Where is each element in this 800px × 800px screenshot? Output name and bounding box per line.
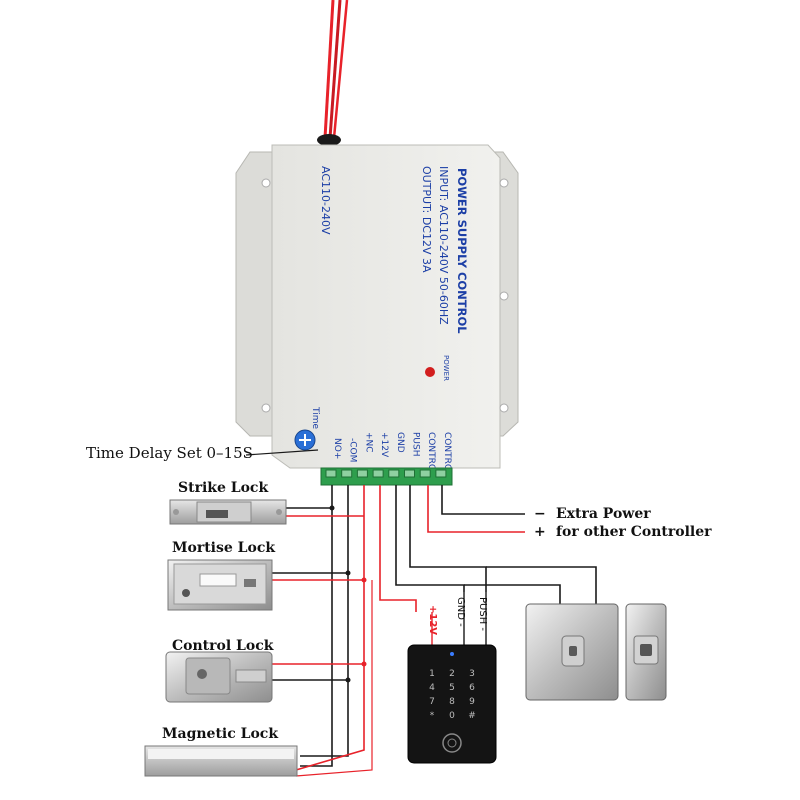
terminal-screw	[356, 469, 368, 478]
terminal-label: +NC	[363, 432, 373, 453]
keypad-key: 8	[449, 697, 455, 707]
terminal-screw	[372, 469, 384, 478]
wiring	[245, 449, 597, 777]
terminal-label: +12V	[379, 432, 389, 458]
controller-ac-label: AC110-240V	[319, 166, 332, 235]
terminal-label: NO+	[332, 438, 342, 459]
mortise-lock	[167, 559, 273, 611]
extra-power-label: Extra Power	[556, 506, 651, 522]
terminal-label: GND	[395, 432, 405, 453]
keypad-key: 6	[469, 683, 475, 693]
keypad-key: 5	[449, 683, 455, 693]
terminal-block	[320, 467, 453, 486]
keypad-key: *	[430, 711, 435, 721]
keypad-key: 2	[449, 669, 455, 679]
control-lock-label: Control Lock	[172, 638, 274, 654]
power-led-label: POWER	[442, 355, 450, 381]
exit-button-large	[525, 603, 619, 701]
strike-lock	[169, 499, 287, 525]
terminal-screw	[341, 469, 353, 478]
controller-input-spec: INPUT: AC110-240V 50-60HZ	[437, 166, 450, 325]
terminal-label: PUSH	[411, 432, 421, 457]
terminal-screw	[419, 469, 431, 478]
time-knob-label: Time	[310, 406, 320, 429]
terminal-screw	[325, 469, 337, 478]
terminal-screw	[388, 469, 400, 478]
terminal-label: CONTROL+	[426, 432, 436, 484]
controller-title: POWER SUPPLY CONTROL	[455, 168, 469, 334]
rfid-keypad: 1 2 3 4 5 6 7 8 9 * 0 #	[407, 644, 497, 764]
terminal-screw	[404, 469, 415, 478]
keypad-gnd-label: GND -	[455, 597, 466, 627]
keypad-key: 7	[429, 697, 435, 707]
strike-lock-label: Strike Lock	[178, 480, 269, 496]
time-delay-label: Time Delay Set 0–15S	[86, 444, 253, 462]
keypad-key: 3	[469, 669, 475, 679]
keypad-12v-label: +12V	[427, 605, 438, 635]
mortise-lock-label: Mortise Lock	[172, 540, 276, 556]
terminal-screw	[435, 469, 447, 478]
terminal-label: CONTROL-	[442, 432, 452, 479]
magnetic-lock	[144, 745, 298, 777]
magnetic-lock-label: Magnetic Lock	[162, 726, 279, 742]
keypad-key: #	[468, 711, 476, 721]
time-adjust-knob[interactable]	[294, 429, 316, 451]
keypad-key: 1	[429, 669, 435, 679]
other-controller-sign: +	[534, 524, 546, 540]
keypad-push-label: PUSH -	[477, 597, 488, 631]
keypad-key: 9	[469, 697, 475, 707]
terminal-label: -COM	[348, 438, 358, 462]
extra-power-sign: −	[534, 506, 546, 522]
power-led	[425, 367, 435, 377]
other-controller-label: for other Controller	[556, 524, 712, 540]
keypad-key: 4	[429, 683, 435, 693]
keypad-key: 0	[449, 711, 455, 721]
exit-button-slim	[625, 603, 667, 701]
power-supply-controller: POWER SUPPLY CONTROL INPUT: AC110-240V 5…	[235, 144, 519, 486]
mains-cable	[317, 0, 349, 146]
control-lock	[165, 651, 273, 703]
controller-output-spec: OUTPUT: DC12V 3A	[420, 166, 433, 273]
